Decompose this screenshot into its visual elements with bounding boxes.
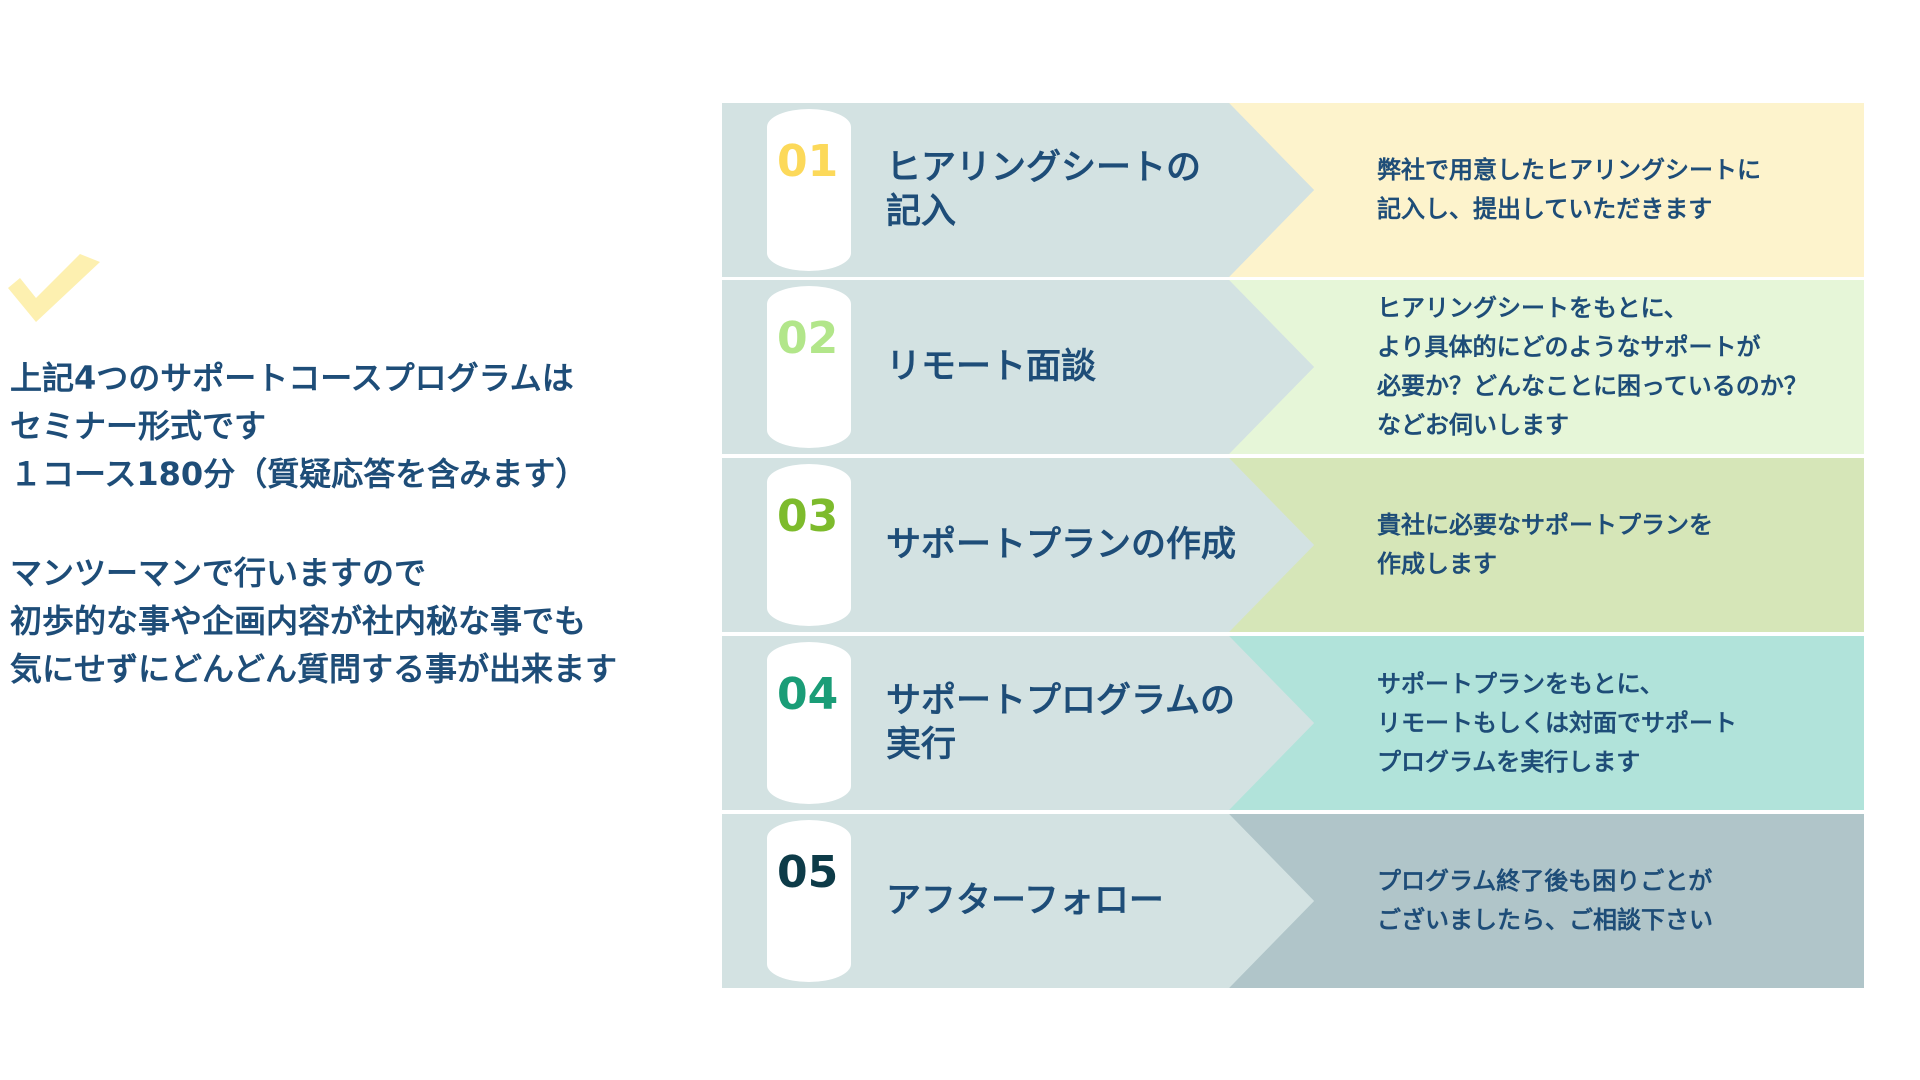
checkmark-icon [8, 254, 100, 322]
step-number-badge [767, 642, 851, 804]
step-description: ヒアリングシートをもとに、 より具体的にどのようなサポートが 必要か？どんなこと… [1377, 294, 1808, 439]
step-title: サポートプランの作成 [886, 525, 1237, 565]
intro-line: 初歩的な事や企画内容が社内秘な事でも [10, 602, 587, 640]
step-number: 05 [777, 847, 839, 898]
intro-line: 気にせずにどんどん質問する事が出来ます [10, 650, 618, 688]
process-steps: 01 ヒアリングシートの 記入 弊社で用意したヒアリングシートに 記入し、提出し… [722, 103, 1864, 988]
step-01: 01 ヒアリングシートの 記入 弊社で用意したヒアリングシートに 記入し、提出し… [722, 103, 1864, 277]
step-number-badge [767, 464, 851, 626]
step-number: 04 [777, 669, 839, 720]
step-05: 05 アフターフォロー プログラム終了後も困りごとが ございましたら、ご相談下さ… [722, 814, 1864, 988]
step-title: ヒアリングシートの 記入 [886, 148, 1202, 232]
intro-line: セミナー形式です [10, 407, 267, 445]
step-description: 貴社に必要なサポートプランを 作成します [1377, 511, 1713, 578]
step-number: 02 [777, 313, 839, 364]
step-title: アフターフォロー [886, 881, 1164, 921]
step-number-badge [767, 286, 851, 448]
step-description-panel [1229, 458, 1864, 632]
step-number: 01 [777, 136, 839, 187]
intro-line: 上記4つのサポートコースプログラムは [10, 359, 574, 397]
step-number: 03 [777, 491, 839, 542]
step-description-panel [1229, 814, 1864, 988]
intro-panel: 上記4つのサポートコースプログラムは セミナー形式です １コース180分（質疑応… [0, 0, 720, 1080]
step-description-panel [1229, 636, 1864, 810]
intro-line: １コース180分（質疑応答を含みます） [10, 455, 588, 493]
step-title: リモート面談 [886, 347, 1097, 387]
intro-line: マンツーマンで行いますので [10, 554, 427, 592]
step-description: プログラム終了後も困りごとが ございましたら、ご相談下さい [1377, 867, 1713, 934]
intro-text-block-2: マンツーマンで行いますので 初歩的な事や企画内容が社内秘な事でも 気にせずにどん… [10, 549, 720, 693]
step-description: 弊社で用意したヒアリングシートに 記入し、提出していただきます [1377, 156, 1761, 223]
step-description: サポートプランをもとに、 リモートもしくは対面でサポート プログラムを実行します [1377, 669, 1737, 776]
step-03: 03 サポートプランの作成 貴社に必要なサポートプランを 作成します [722, 458, 1864, 632]
checkmark-shape [8, 254, 100, 322]
step-number-badge [767, 820, 851, 982]
step-04: 04 サポートプログラムの 実行 サポートプランをもとに、 リモートもしくは対面… [722, 636, 1864, 810]
intro-text-block-1: 上記4つのサポートコースプログラムは セミナー形式です １コース180分（質疑応… [10, 354, 720, 498]
step-description-panel [1229, 280, 1864, 454]
step-title: サポートプログラムの 実行 [886, 681, 1235, 765]
step-description-panel [1229, 103, 1864, 277]
step-number-badge [767, 109, 851, 271]
step-02: 02 リモート面談 ヒアリングシートをもとに、 より具体的にどのようなサポートが… [722, 280, 1864, 454]
